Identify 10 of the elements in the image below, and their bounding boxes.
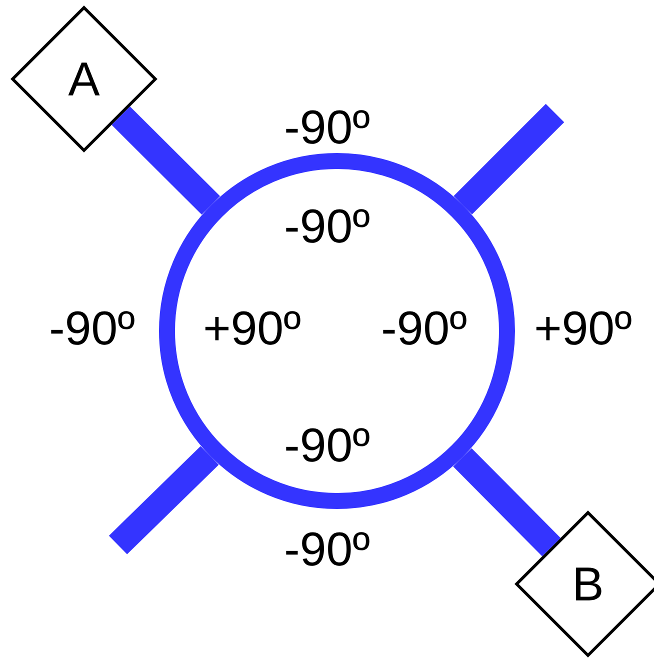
thick-line — [108, 446, 219, 554]
angle-label: -90º — [286, 110, 370, 144]
ring — [159, 153, 515, 509]
angle-label: -90º — [383, 311, 466, 345]
thick-line — [453, 448, 561, 556]
angle-label: -90º — [286, 209, 370, 243]
angle-label: -90º — [286, 428, 370, 462]
angle-label: +90º — [205, 311, 300, 345]
thick-line — [112, 106, 220, 215]
thick-line — [454, 104, 564, 214]
